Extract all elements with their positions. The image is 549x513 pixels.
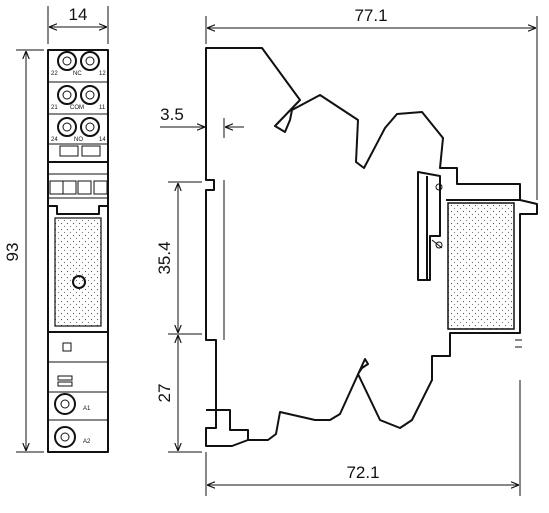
terminal-label-nc: NC xyxy=(73,71,82,77)
window-strip xyxy=(48,173,108,199)
terminal-screw xyxy=(57,85,77,105)
front-lower-section: A1 A2 xyxy=(48,342,108,448)
dim-label-depth: 77.1 xyxy=(354,6,387,25)
terminal-screw xyxy=(80,85,100,105)
terminal-label-a1: A1 xyxy=(83,406,91,412)
dimension-lower: 27 xyxy=(155,335,202,453)
dimension-width: 14 xyxy=(47,5,109,44)
dimension-base-depth: 72.1 xyxy=(205,380,521,496)
terminal-label-12: 12 xyxy=(99,71,106,77)
dim-label-height: 93 xyxy=(3,243,22,262)
terminal-label-com: COM xyxy=(70,105,84,111)
dim-label-offset: 3.5 xyxy=(160,105,184,124)
side-body-outline xyxy=(205,47,538,447)
terminal-screw xyxy=(80,51,100,71)
terminal-screw xyxy=(57,51,77,71)
dim-label-width: 14 xyxy=(69,5,88,24)
side-view xyxy=(205,47,538,447)
terminal-screw xyxy=(80,117,100,137)
terminal-screw xyxy=(57,117,77,137)
terminal-label-21: 21 xyxy=(51,105,58,111)
dimension-depth: 77.1 xyxy=(205,6,538,200)
terminal-label-no: NO xyxy=(74,137,83,143)
front-relay-body xyxy=(48,205,108,333)
top-terminal-block: 22 NC 12 21 COM 11 24 NO 14 xyxy=(48,51,108,163)
dim-label-lower: 27 xyxy=(155,384,174,403)
coil-terminal-screw xyxy=(54,393,76,415)
rail-clip xyxy=(206,409,249,440)
dimension-rail: 35.4 xyxy=(155,181,202,335)
indicator-led xyxy=(72,275,86,289)
terminal-label-a2: A2 xyxy=(83,439,91,445)
coil-terminal-screw xyxy=(54,426,76,448)
front-view: 22 NC 12 21 COM 11 24 NO 14 xyxy=(47,49,109,453)
terminal-label-11: 11 xyxy=(99,105,106,111)
terminal-label-22: 22 xyxy=(51,71,58,77)
terminal-label-24: 24 xyxy=(51,137,58,143)
terminal-label-14: 14 xyxy=(99,137,106,143)
dimension-offset: 3.5 xyxy=(160,105,244,138)
dim-label-base-depth: 72.1 xyxy=(346,463,379,482)
side-relay-module xyxy=(417,171,522,348)
dim-label-rail: 35.4 xyxy=(155,241,174,274)
dimension-height: 93 xyxy=(3,49,44,453)
